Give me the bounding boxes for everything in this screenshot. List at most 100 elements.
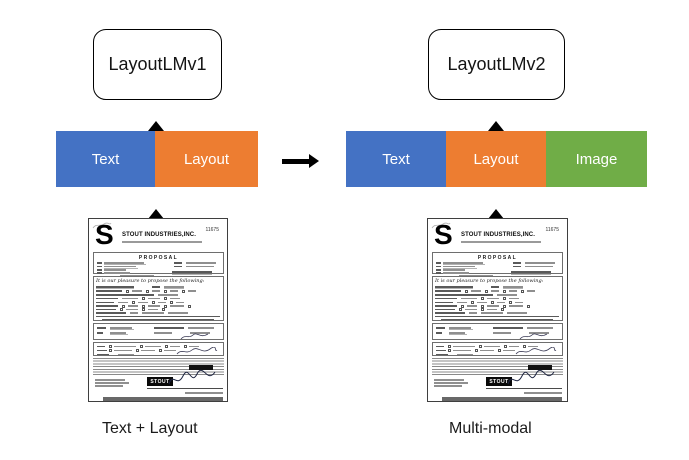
model-box-layoutlmv2: LayoutLMv2 bbox=[428, 29, 565, 100]
text-line bbox=[118, 301, 128, 304]
up-arrow-icon bbox=[148, 104, 164, 131]
checkbox-mark bbox=[448, 345, 451, 348]
text-line bbox=[104, 269, 126, 271]
text-line bbox=[435, 286, 473, 288]
text-line bbox=[435, 290, 461, 292]
arrow-head bbox=[148, 104, 164, 131]
text-line bbox=[148, 308, 158, 311]
text-line bbox=[515, 301, 523, 304]
handwritten-phone-icon bbox=[515, 347, 557, 355]
intro-line: It is our pleasure to propose the follow… bbox=[96, 277, 205, 284]
checkbox-mark bbox=[109, 349, 112, 352]
corner-pencil-mark bbox=[92, 222, 112, 229]
text-line bbox=[158, 301, 166, 304]
checkbox-mark bbox=[459, 308, 462, 311]
arrow-head bbox=[488, 192, 504, 219]
document-thumbnail-left: 11675 S STOUT INDUSTRIES,INC. PROPOSAL I… bbox=[88, 218, 228, 402]
handwritten-phone-icon bbox=[176, 347, 218, 355]
text-line bbox=[436, 353, 448, 356]
checkbox-mark bbox=[146, 289, 149, 293]
text-line bbox=[188, 290, 196, 292]
checkbox-mark bbox=[132, 301, 135, 304]
text-line bbox=[527, 290, 535, 292]
text-line bbox=[186, 265, 214, 268]
text-line bbox=[96, 297, 118, 300]
text-line bbox=[435, 288, 473, 289]
arrow-stem bbox=[282, 159, 309, 164]
text-line bbox=[114, 345, 136, 348]
text-line bbox=[96, 301, 114, 304]
text-line bbox=[443, 265, 475, 268]
text-line bbox=[186, 262, 216, 264]
text-line bbox=[441, 318, 553, 321]
text-line bbox=[141, 349, 155, 352]
text-line bbox=[148, 305, 160, 307]
text-line bbox=[480, 349, 494, 352]
checkbox-mark bbox=[142, 308, 145, 311]
text-line bbox=[513, 262, 521, 264]
checkbox-mark bbox=[504, 345, 507, 348]
text-line bbox=[443, 262, 483, 264]
text-line bbox=[185, 392, 223, 394]
text-line bbox=[443, 269, 465, 271]
checkbox-mark bbox=[136, 349, 139, 352]
text-line bbox=[443, 264, 485, 265]
text-line bbox=[97, 262, 102, 264]
text-line bbox=[176, 301, 184, 304]
modality-segment-layout: Layout bbox=[155, 131, 258, 187]
text-line bbox=[493, 327, 523, 329]
modality-label: Layout bbox=[473, 150, 519, 168]
text-line bbox=[491, 286, 499, 288]
text-line bbox=[104, 264, 146, 265]
stout-logo-icon: S bbox=[95, 219, 114, 250]
checkbox-mark bbox=[159, 349, 162, 352]
text-line bbox=[434, 382, 468, 384]
scan-bottom-edge bbox=[103, 397, 223, 401]
checkbox-mark bbox=[491, 301, 494, 304]
handwritten-note-icon bbox=[180, 333, 209, 340]
checkbox-mark bbox=[142, 304, 145, 308]
proposal-header-section: PROPOSAL bbox=[432, 252, 563, 277]
text-line bbox=[110, 329, 134, 330]
text-line bbox=[486, 388, 562, 389]
text-line bbox=[436, 332, 442, 334]
text-line bbox=[509, 305, 523, 307]
text-line bbox=[477, 301, 487, 304]
text-line bbox=[471, 290, 481, 292]
text-line bbox=[434, 385, 462, 387]
modality-segment-text: Text bbox=[56, 131, 155, 187]
text-line bbox=[172, 273, 212, 275]
text-line bbox=[467, 305, 477, 307]
text-line bbox=[528, 345, 538, 348]
text-line bbox=[436, 349, 446, 352]
text-line bbox=[96, 315, 220, 318]
text-line bbox=[170, 297, 180, 300]
text-line bbox=[497, 301, 505, 304]
text-line bbox=[154, 327, 184, 329]
text-line bbox=[168, 312, 188, 314]
text-line bbox=[436, 262, 441, 264]
stout-footer-badge: STOUT bbox=[486, 377, 512, 386]
company-address-line bbox=[122, 241, 202, 243]
text-line bbox=[128, 305, 138, 307]
text-line bbox=[110, 332, 126, 334]
text-line bbox=[507, 312, 527, 314]
form-title: PROPOSAL bbox=[138, 254, 179, 261]
text-line bbox=[104, 265, 136, 268]
text-line bbox=[436, 272, 441, 274]
text-line bbox=[104, 267, 138, 269]
document-number: 11675 bbox=[205, 227, 219, 233]
text-line bbox=[449, 327, 471, 329]
text-line bbox=[436, 269, 441, 271]
proposal-header-section: PROPOSAL bbox=[93, 252, 224, 277]
text-line bbox=[509, 297, 519, 300]
quantity-price-section bbox=[93, 323, 224, 340]
text-line bbox=[457, 301, 467, 304]
text-line bbox=[511, 273, 551, 275]
text-line bbox=[443, 267, 477, 269]
text-line bbox=[457, 353, 473, 356]
text-line bbox=[97, 332, 103, 334]
text-line bbox=[491, 290, 499, 292]
text-line bbox=[152, 286, 160, 288]
checkbox-mark bbox=[461, 304, 464, 308]
